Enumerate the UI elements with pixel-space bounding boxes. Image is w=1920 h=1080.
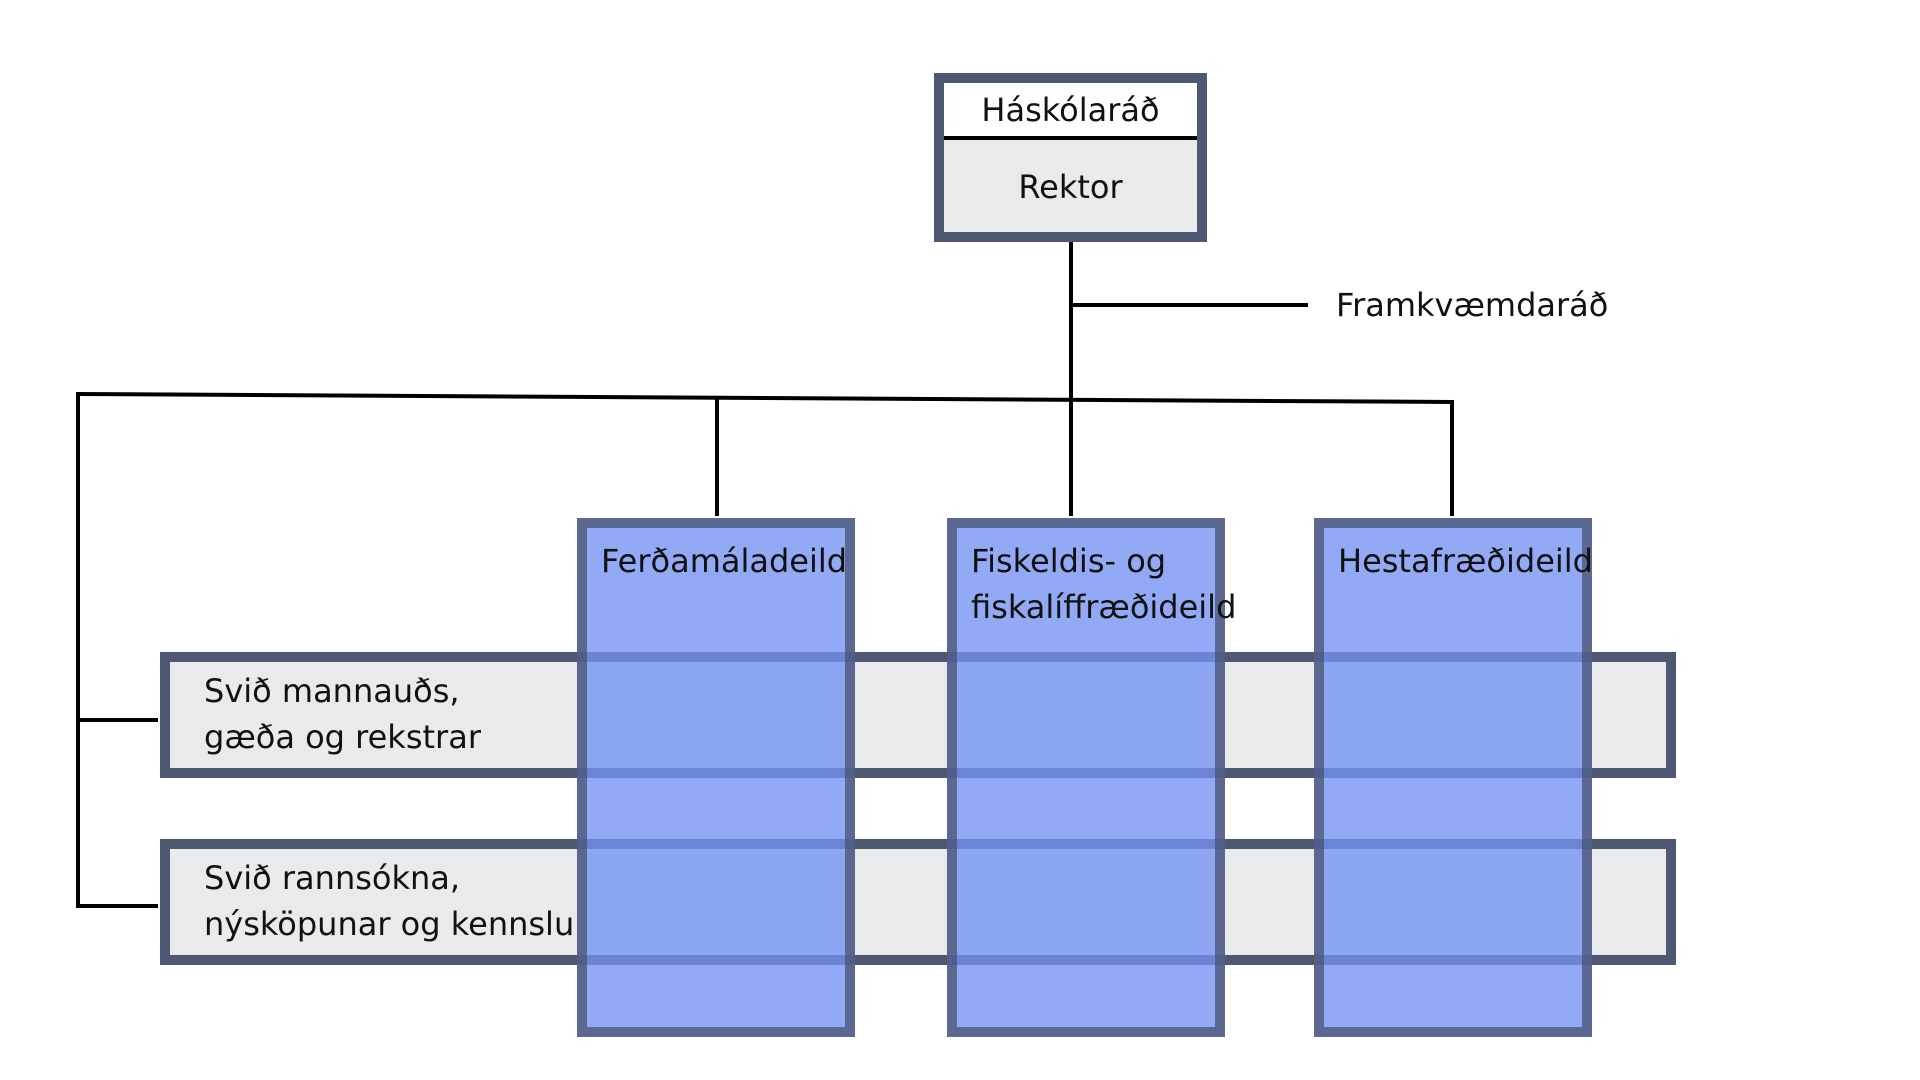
connector-main-horizontal: [75, 391, 1455, 405]
department-label: Fiskeldis- og fiskalíffræðideild: [971, 542, 1237, 626]
division-label: Svið mannauðs, gæða og rekstrar: [204, 672, 481, 756]
department-box: Hestafræðideild: [1314, 518, 1593, 1037]
department-label: Hestafræðideild: [1338, 542, 1593, 580]
department-box: Ferðamáladeild: [577, 518, 855, 1037]
department-box: Fiskeldis- og fiskalíffræðideild: [947, 518, 1236, 1037]
board-label: Háskólaráð: [981, 91, 1160, 129]
executive-council-label: Framkvæmdaráð: [1336, 286, 1609, 324]
governance-box: Háskólaráð Rektor: [934, 73, 1207, 242]
board-header: Háskólaráð: [944, 83, 1197, 140]
rector-label: Rektor: [1018, 168, 1123, 206]
division-label: Svið rannsókna, nýsköpunar og kennslu: [204, 859, 575, 943]
department-label: Ferðamáladeild: [601, 542, 848, 580]
